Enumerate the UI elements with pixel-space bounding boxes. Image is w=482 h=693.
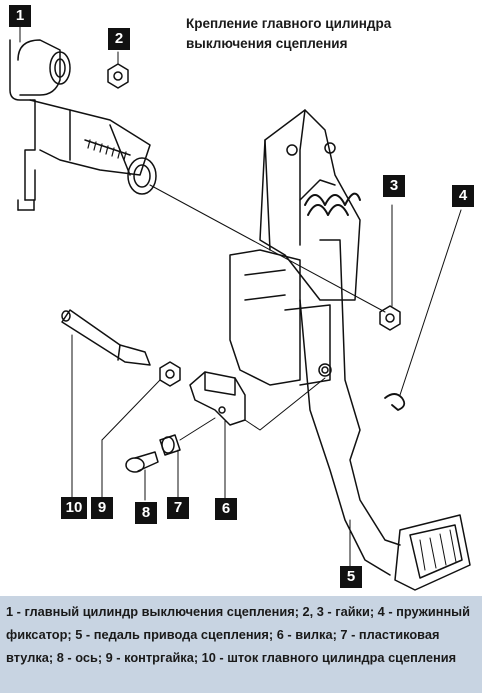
label-3: 3 (383, 175, 405, 197)
legend-caption: 1 - главный цилиндр выключения сцепления… (0, 596, 482, 693)
rod-drawing (61, 309, 151, 499)
label-10: 10 (61, 497, 87, 519)
nut-2-drawing (107, 51, 129, 89)
label-7: 7 (167, 497, 189, 519)
diagram-title: Крепление главного цилиндра выключения с… (186, 14, 391, 54)
locknut-drawing (101, 361, 181, 499)
bushing-drawing (159, 417, 216, 499)
label-9: 9 (91, 497, 113, 519)
fork-drawing (189, 371, 326, 499)
axis-drawing (125, 451, 159, 501)
pedal-bracket (229, 109, 361, 386)
clutch-pedal (299, 239, 471, 591)
master-cylinder (9, 39, 386, 313)
clutch-assembly-drawing (9, 26, 471, 591)
label-2: 2 (108, 28, 130, 50)
nut-3-drawing (379, 204, 401, 331)
label-8: 8 (135, 502, 157, 524)
label-4: 4 (452, 185, 474, 207)
label-6: 6 (215, 498, 237, 520)
title-line-1: Крепление главного цилиндра (186, 16, 392, 31)
label-1: 1 (9, 5, 31, 27)
title-line-2: выключения сцепления (186, 36, 348, 51)
label-5: 5 (340, 566, 362, 588)
spring-clip-drawing (384, 209, 462, 411)
